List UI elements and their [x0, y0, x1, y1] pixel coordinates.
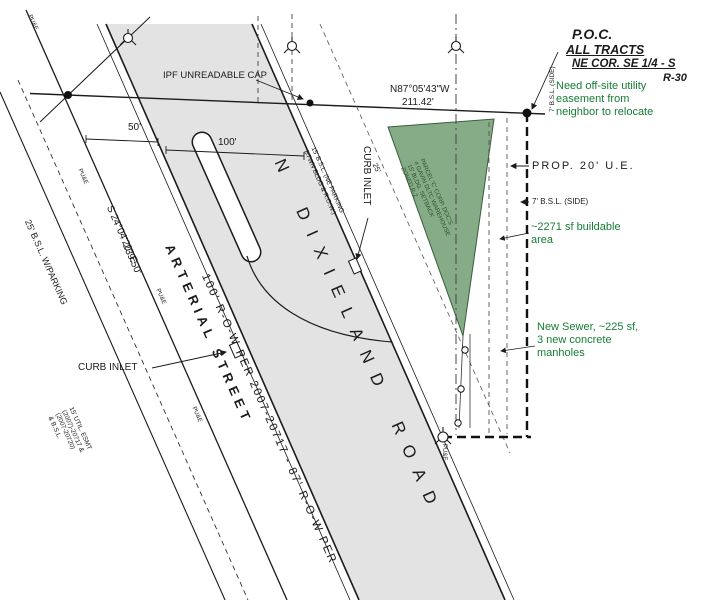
- bsl-side-label: 7' B.S.L. (SIDE): [532, 197, 589, 206]
- note-line: Need off-site utility: [556, 80, 647, 92]
- manhole-symbol: [461, 346, 469, 354]
- note-line: 3 new concrete: [537, 333, 612, 346]
- ipf-label: IPF UNREADABLE CAP: [163, 70, 267, 81]
- monument-marker: [447, 37, 465, 54]
- north-distance-label: 211.42': [402, 97, 434, 108]
- monument-marker: [119, 29, 137, 46]
- manhole-symbol: [454, 419, 462, 427]
- ipf-point: [306, 99, 314, 107]
- monument-marker: [434, 427, 452, 445]
- curb-inlet-symbol: [347, 257, 363, 275]
- curb-inlet-left-label: CURB INLET: [78, 362, 138, 373]
- road-edge-lines: [96, 23, 515, 600]
- manhole-symbols: [454, 346, 469, 427]
- note-line: easement from: [556, 92, 630, 105]
- dimension-lines: [85, 135, 305, 160]
- poc-point: [522, 108, 532, 118]
- leader-lines: [151, 51, 559, 369]
- offsite-easement-note: Need off-site utility easement from neig…: [556, 80, 653, 119]
- survey-monuments: [119, 29, 465, 445]
- note-line: New Sewer, ~225 sf,: [537, 321, 639, 333]
- note-line: ~2271 sf buildable: [531, 221, 621, 233]
- curb-inlet-symbol: [228, 341, 244, 359]
- new-sewer-note: New Sewer, ~225 sf, 3 new concrete manho…: [537, 321, 638, 360]
- pue-label: PU&E: [441, 444, 447, 461]
- zoning-label: R-30: [663, 72, 687, 84]
- note-line: area: [531, 233, 554, 246]
- green-parcel: [387, 118, 495, 337]
- curb-inlet-top-label: CURB INLET: [361, 146, 372, 206]
- north-boundary-line: [29, 92, 546, 115]
- poc-title: P.O.C.: [572, 26, 613, 42]
- north-bearing-label: N87°05'43"W: [390, 84, 450, 95]
- monument-marker: [283, 37, 301, 54]
- median-island: [191, 131, 393, 343]
- note-line: neighbor to relocate: [556, 105, 654, 118]
- bsl-side-vertical-label: 7' B.S.L. (SIDE): [549, 66, 556, 112]
- section-lines-top: [257, 14, 293, 106]
- corner-point: [64, 91, 72, 99]
- note-line: manholes: [537, 346, 585, 359]
- dim-100-label: 100': [218, 137, 237, 148]
- boundary-points: [64, 91, 532, 118]
- buildable-area-note: ~2271 sf buildable area: [531, 221, 621, 247]
- curb-inlet-symbols: [228, 257, 363, 359]
- prop-ue-label: PROP. 20' U.E.: [532, 160, 635, 172]
- section-lines-right: [455, 14, 508, 435]
- manhole-symbol: [457, 385, 465, 393]
- west-row-lines: [0, 9, 288, 600]
- tract-boundary-dashed: [443, 113, 531, 439]
- building-setback-line: [319, 23, 511, 454]
- all-tracts-label: ALL TRACTS: [566, 43, 645, 57]
- dim-50-label: 50': [128, 122, 142, 133]
- ne-corner-label: NE COR. SE 1/4 - S: [572, 58, 676, 70]
